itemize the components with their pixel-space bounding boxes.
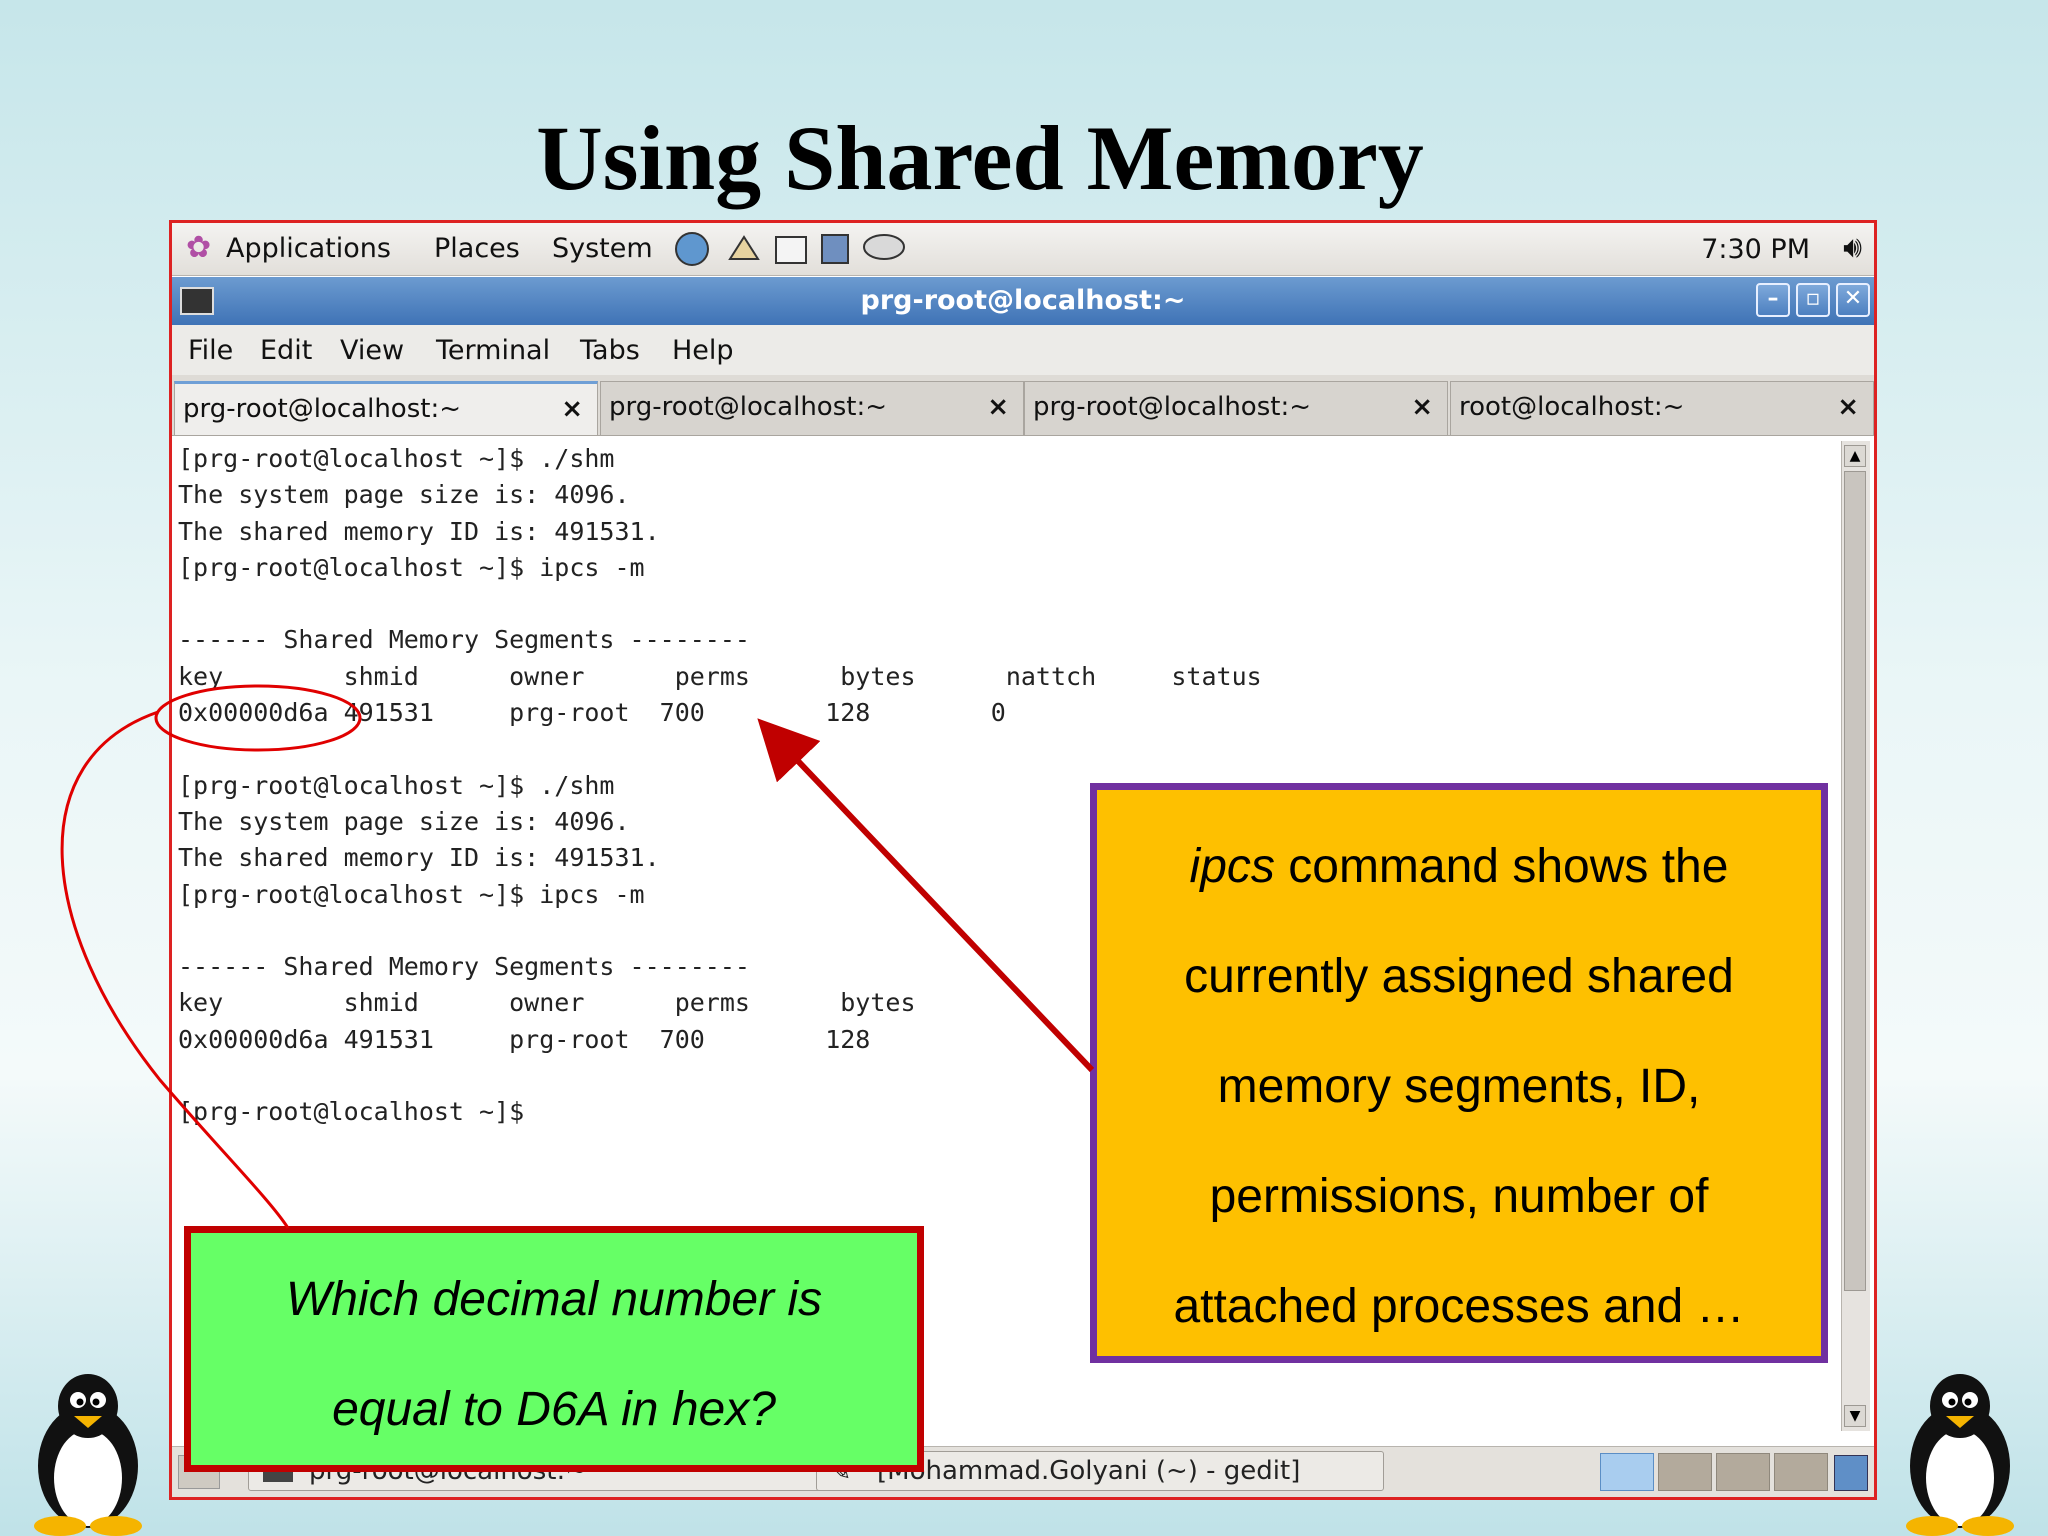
tux-penguin-icon bbox=[1906, 1374, 2014, 1536]
terminal-line: [prg-root@localhost ~]$ ipcs -m bbox=[178, 552, 645, 582]
terminal-line: The system page size is: 4096. bbox=[178, 480, 630, 510]
tab-1[interactable]: prg-root@localhost:~ × bbox=[174, 381, 598, 435]
terminal-menubar: File Edit View Terminal Tabs Help bbox=[172, 325, 1874, 375]
minimize-button[interactable]: – bbox=[1756, 283, 1790, 317]
menu-file[interactable]: File bbox=[188, 335, 234, 366]
terminal-tab-bar: prg-root@localhost:~ × prg-root@localhos… bbox=[172, 375, 1874, 436]
terminal-app-icon bbox=[180, 287, 214, 315]
tab-close-icon[interactable]: × bbox=[1411, 392, 1433, 422]
callout-line: permissions, number of bbox=[1209, 1170, 1709, 1223]
terminal-line: [prg-root@localhost ~]$ ./shm bbox=[178, 444, 615, 473]
hex-question-callout: Which decimal number is equal to D6A in … bbox=[184, 1226, 924, 1472]
slide-title: Using Shared Memory bbox=[536, 107, 1424, 209]
menu-edit[interactable]: Edit bbox=[260, 335, 313, 366]
scroll-thumb[interactable] bbox=[1844, 471, 1866, 1291]
callout-text: command shows the bbox=[1274, 840, 1729, 893]
tab-close-icon[interactable]: × bbox=[561, 394, 583, 424]
terminal-line: The shared memory ID is: 491531. bbox=[178, 516, 660, 546]
tab-label: root@localhost:~ bbox=[1459, 392, 1685, 422]
scroll-down-icon[interactable]: ▼ bbox=[1844, 1405, 1866, 1427]
tux-penguin-icon bbox=[34, 1374, 142, 1536]
panel-clock[interactable]: 7:30 PM bbox=[1701, 234, 1810, 265]
launcher-icons[interactable] bbox=[672, 229, 922, 276]
question-line: Which decimal number is bbox=[285, 1273, 823, 1326]
callout-line: currently assigned shared bbox=[1184, 950, 1734, 1003]
ipcs-command: ipcs bbox=[1189, 840, 1275, 893]
workspace-3[interactable] bbox=[1716, 1453, 1770, 1491]
places-menu[interactable]: Places bbox=[434, 233, 520, 264]
scroll-up-icon[interactable]: ▲ bbox=[1844, 445, 1866, 467]
tab-4[interactable]: root@localhost:~ × bbox=[1450, 381, 1874, 435]
ipcs-explanation-callout: ipcs command shows the currently assigne… bbox=[1090, 783, 1828, 1363]
tab-label: prg-root@localhost:~ bbox=[183, 394, 462, 424]
tab-close-icon[interactable]: × bbox=[1837, 392, 1859, 422]
tab-2[interactable]: prg-root@localhost:~ × bbox=[600, 381, 1024, 435]
menu-terminal[interactable]: Terminal bbox=[436, 335, 551, 366]
workspace-4[interactable] bbox=[1774, 1453, 1828, 1491]
terminal-scrollbar[interactable]: ▲ ▼ bbox=[1841, 441, 1870, 1431]
workspace-1[interactable] bbox=[1600, 1453, 1654, 1491]
trash-icon[interactable] bbox=[1834, 1455, 1868, 1491]
maximize-button[interactable]: ▫ bbox=[1796, 283, 1830, 317]
tab-label: prg-root@localhost:~ bbox=[609, 392, 888, 422]
applications-menu[interactable]: Applications bbox=[226, 233, 391, 264]
workspace-2[interactable] bbox=[1658, 1453, 1712, 1491]
menu-tabs[interactable]: Tabs bbox=[580, 335, 640, 366]
callout-line: ipcs command shows the bbox=[1097, 812, 1821, 922]
menu-view[interactable]: View bbox=[340, 335, 405, 366]
terminal-line: key shmid owner perms bytes nattch statu… bbox=[178, 661, 1262, 691]
gnome-top-panel: ✿ Applications Places System 7:30 PM 🔊︎ bbox=[172, 223, 1874, 276]
terminal-line: 0x00000d6a 491531 prg-root 700 128 0 bbox=[178, 698, 1006, 728]
callout-line: attached processes and … bbox=[1173, 1280, 1745, 1333]
system-menu[interactable]: System bbox=[552, 233, 653, 264]
question-line: equal to D6A in hex? bbox=[332, 1383, 776, 1436]
terminal-line bbox=[178, 586, 1838, 622]
tab-label: prg-root@localhost:~ bbox=[1033, 392, 1312, 422]
terminal-line: ------ Shared Memory Segments -------- bbox=[178, 625, 750, 655]
callout-line: memory segments, ID, bbox=[1217, 1060, 1701, 1113]
tab-3[interactable]: prg-root@localhost:~ × bbox=[1024, 381, 1448, 435]
window-titlebar[interactable]: prg-root@localhost:~ – ▫ ✕ bbox=[172, 277, 1874, 325]
volume-icon[interactable]: 🔊︎ bbox=[1843, 230, 1862, 265]
tab-close-icon[interactable]: × bbox=[987, 392, 1009, 422]
taskbar-label: [Mohammad.Golyani (~) - gedit] bbox=[877, 1456, 1301, 1486]
close-button[interactable]: ✕ bbox=[1836, 283, 1870, 317]
terminal-line bbox=[178, 731, 1838, 767]
menu-help[interactable]: Help bbox=[672, 335, 734, 366]
window-title: prg-root@localhost:~ bbox=[860, 285, 1186, 316]
gnome-foot-icon[interactable]: ✿ bbox=[186, 230, 212, 265]
